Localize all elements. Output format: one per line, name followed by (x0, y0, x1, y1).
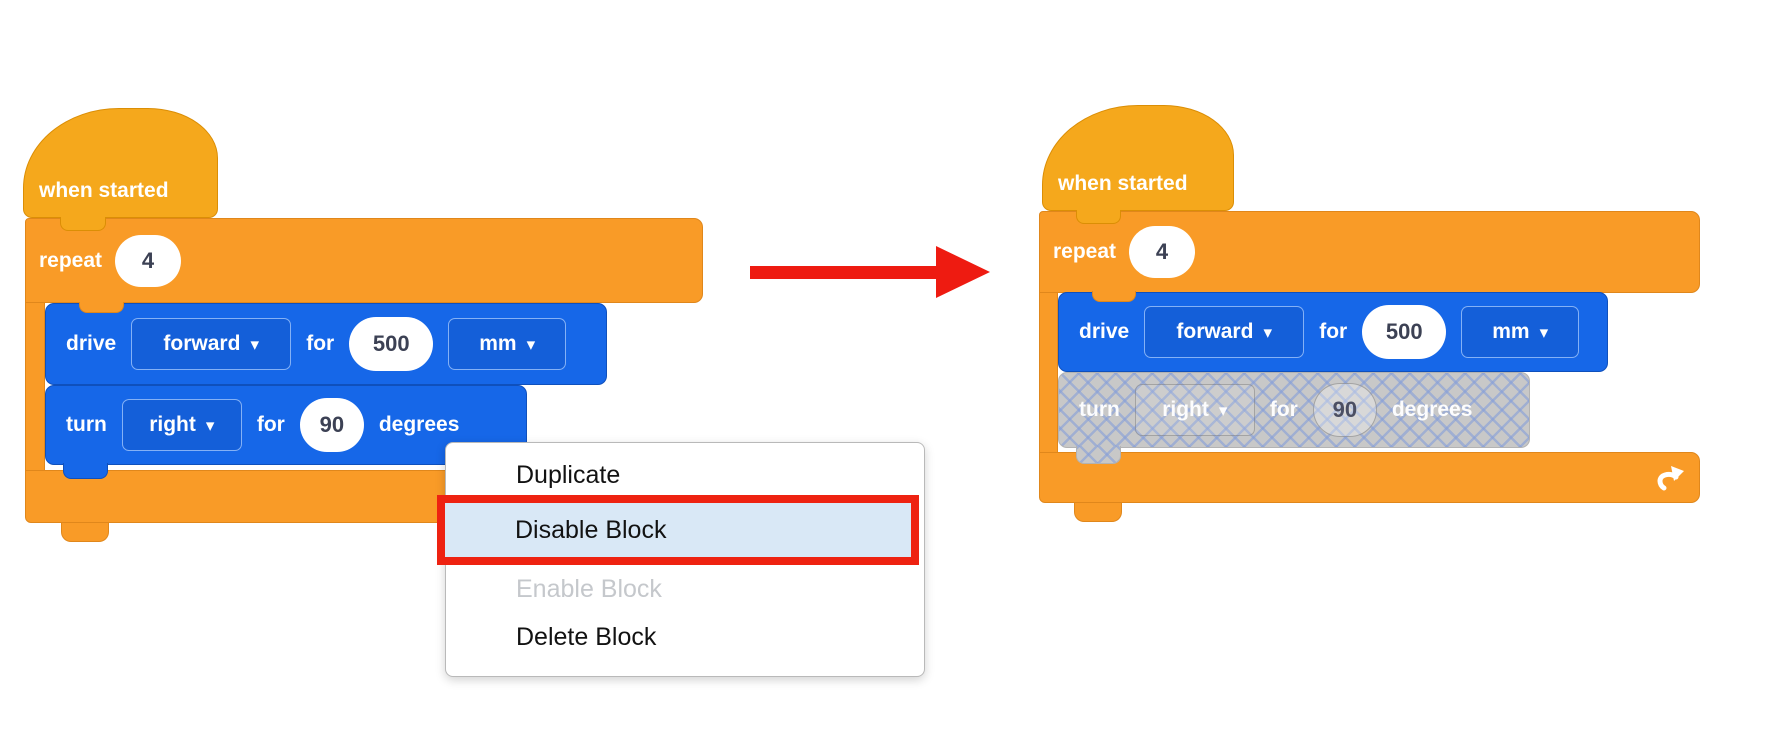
turn-for-label: for (1269, 398, 1298, 421)
drive-unit-dropdown[interactable]: mm ▾ (1461, 306, 1580, 358)
drive-unit-dropdown[interactable]: mm ▾ (448, 318, 567, 370)
repeat-label: repeat (39, 248, 103, 272)
turn-unit-label: degrees (1391, 398, 1473, 421)
repeat-count-input[interactable]: 4 (115, 234, 182, 287)
chevron-down-icon: ▾ (205, 415, 215, 435)
menu-item-enable-block: Enable Block (446, 565, 924, 613)
chevron-down-icon: ▾ (526, 334, 536, 354)
repeat-count-value: 4 (1155, 239, 1169, 264)
drive-label: drive (1079, 320, 1130, 343)
drive-unit-value: mm (1492, 320, 1530, 343)
drive-for-label: for (306, 332, 335, 355)
chevron-down-icon: ▾ (1539, 322, 1549, 342)
turn-direction-dropdown[interactable]: right ▾ (1134, 384, 1255, 436)
turn-direction-value: right (149, 413, 196, 436)
repeat-block-top[interactable]: repeat 4 (25, 218, 703, 303)
hat-connector-tab (1076, 210, 1121, 224)
drive-distance-value: 500 (372, 331, 410, 356)
drive-distance-value: 500 (1385, 319, 1423, 344)
drive-for-label: for (1319, 320, 1348, 343)
turn-block-disabled[interactable]: turn right ▾ for 90 degrees (1058, 372, 1530, 448)
transition-arrow (750, 246, 990, 298)
menu-item-disable-block-highlighted[interactable]: Disable Block (437, 495, 919, 565)
turn-unit-label: degrees (378, 413, 460, 436)
drive-direction-value: forward (163, 332, 241, 355)
block-notch (1092, 291, 1136, 302)
turn-angle-input[interactable]: 90 (299, 398, 364, 452)
drive-unit-value: mm (479, 332, 517, 355)
drive-distance-input[interactable]: 500 (349, 317, 434, 371)
drive-direction-dropdown[interactable]: forward ▾ (131, 318, 292, 370)
menu-item-label: Disable Block (515, 515, 667, 544)
turn-angle-value: 90 (1332, 397, 1358, 422)
block-connector-tab (63, 463, 108, 479)
block-connector-tab (1074, 501, 1122, 522)
chevron-down-icon: ▾ (250, 334, 259, 354)
hat-label: when started (39, 179, 169, 202)
arrow-shaft (750, 266, 942, 279)
turn-angle-value: 90 (319, 412, 345, 437)
menu-item-label: Duplicate (516, 460, 621, 489)
hat-label: when started (1058, 172, 1188, 195)
drive-distance-input[interactable]: 500 (1362, 305, 1447, 359)
chevron-down-icon: ▾ (1263, 322, 1272, 342)
drive-block[interactable]: drive forward ▾ for 500 mm ▾ (45, 303, 607, 385)
turn-label: turn (1079, 398, 1120, 421)
turn-direction-dropdown[interactable]: right ▾ (121, 399, 242, 451)
repeat-label: repeat (1053, 240, 1117, 263)
drive-direction-dropdown[interactable]: forward ▾ (1144, 306, 1305, 358)
repeat-block-spine (1039, 291, 1058, 454)
repeat-block-spine (25, 301, 45, 472)
loop-arrow-icon (1657, 465, 1684, 490)
repeat-block-top[interactable]: repeat 4 (1039, 211, 1700, 293)
turn-label: turn (66, 413, 107, 436)
drive-direction-value: forward (1176, 320, 1254, 343)
block-connector-tab-disabled (1076, 446, 1121, 464)
turn-block[interactable]: turn right ▾ for 90 degrees (45, 385, 527, 465)
repeat-count-value: 4 (141, 247, 155, 273)
turn-for-label: for (256, 413, 285, 436)
repeat-block-bottom[interactable] (1039, 452, 1700, 503)
block-notch (79, 302, 124, 313)
turn-direction-value: right (1162, 398, 1209, 421)
when-started-hat-block[interactable]: when started (23, 108, 218, 218)
hat-connector-tab (60, 217, 106, 231)
chevron-down-icon: ▾ (1218, 400, 1228, 420)
menu-item-label: Enable Block (516, 574, 662, 603)
block-connector-tab (61, 521, 109, 542)
drive-label: drive (66, 332, 117, 355)
arrow-head-icon (936, 246, 990, 298)
menu-item-duplicate[interactable]: Duplicate (446, 451, 924, 499)
drive-block[interactable]: drive forward ▾ for 500 mm ▾ (1058, 292, 1608, 372)
repeat-count-input[interactable]: 4 (1129, 226, 1196, 278)
menu-item-delete-block[interactable]: Delete Block (446, 613, 924, 661)
when-started-hat-block[interactable]: when started (1042, 105, 1234, 211)
turn-angle-input[interactable]: 90 (1312, 383, 1377, 437)
menu-item-label: Delete Block (516, 622, 657, 651)
